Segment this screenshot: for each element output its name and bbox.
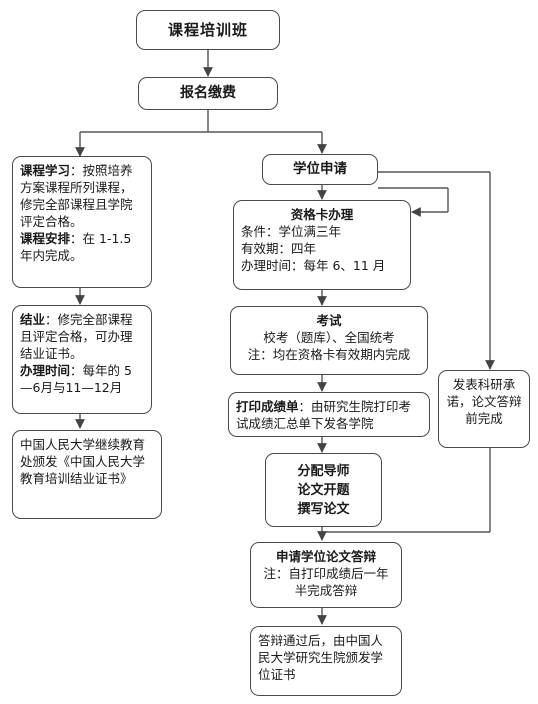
exam-note: 注：均在资格卡有效期内完成 [247,347,411,362]
certificate-node: 中国人民大学继续教育处颁发《中国人民大学教育培训结业证书》 [12,430,162,519]
defense-note: 注：自打印成绩后一年半完成答辩 [263,566,389,598]
course-study-text: ：按照培养方案课程所列课程，修完全部课程且学院评定合格。 [20,163,133,229]
publish-node: 发表科研承诺，论文答辩前完成 [438,370,530,448]
transcript-label: 打印成绩单 [236,399,299,414]
final-node: 答辩通过后，由中国人民大学研究生院颁发学位证书 [250,626,402,696]
graduation-text: ：修完全部课程且评定合格，可办理结业证书。 [20,312,133,361]
exam-node: 考试 校考（题库）、全国统考 注：均在资格卡有效期内完成 [230,306,428,375]
certificate-text: 中国人民大学继续教育处颁发《中国人民大学教育培训结业证书》 [20,437,146,486]
exam-title: 考试 [316,313,342,328]
final-text: 答辩通过后，由中国人民大学研究生院颁发学位证书 [258,633,384,682]
course-schedule-text: ：在 1-1.5 年内完成。 [20,231,132,263]
graduation-label: 结业 [20,312,46,327]
register-label: 报名缴费 [180,85,236,101]
degree-apply-label: 学位申请 [293,161,347,177]
course-class-node: 课程培训班 [136,10,280,50]
assign-advisor: 分配导师 [297,463,350,479]
thesis-proposal: 论文开题 [297,482,350,498]
qualification-title: 资格卡办理 [290,207,354,222]
qualification-validity: 有效期：四年 [241,241,317,256]
defense-title: 申请学位论文答辩 [275,549,376,564]
graduation-time-text: ：每年的 5—6月与11—12月 [20,363,132,395]
transcript-node: 打印成绩单：由研究生院打印考试成绩汇总单下发各学院 [228,392,430,437]
course-study-node: 课程学习：按照培养方案课程所列课程，修完全部课程且学院评定合格。 课程安排：在 … [12,156,152,288]
graduation-time-label: 办理时间 [20,363,71,378]
course-study-label: 课程学习 [20,163,71,178]
exam-types: 校考（题库）、全国统考 [263,330,395,345]
graduation-node: 结业：修完全部课程且评定合格，可办理结业证书。 办理时间：每年的 5—6月与11… [12,305,152,414]
thesis-node: 分配导师 论文开题 撰写论文 [265,453,382,527]
qualification-condition: 条件：学位满三年 [241,224,342,239]
qualification-node: 资格卡办理 条件：学位满三年 有效期：四年 办理时间：每年 6、11 月 [233,200,411,290]
transcript-text: ：由研究生院打印考试成绩汇总单下发各学院 [236,399,412,431]
thesis-writing: 撰写论文 [297,501,350,517]
course-schedule-label: 课程安排 [20,231,71,246]
course-class-label: 课程培训班 [167,20,248,39]
register-node: 报名缴费 [138,77,278,110]
publish-text: 发表科研承诺，论文答辩前完成 [446,377,522,426]
defense-node: 申请学位论文答辩 注：自打印成绩后一年半完成答辩 [250,542,402,608]
qualification-time: 办理时间：每年 6、11 月 [241,258,386,273]
degree-apply-node: 学位申请 [262,154,378,185]
